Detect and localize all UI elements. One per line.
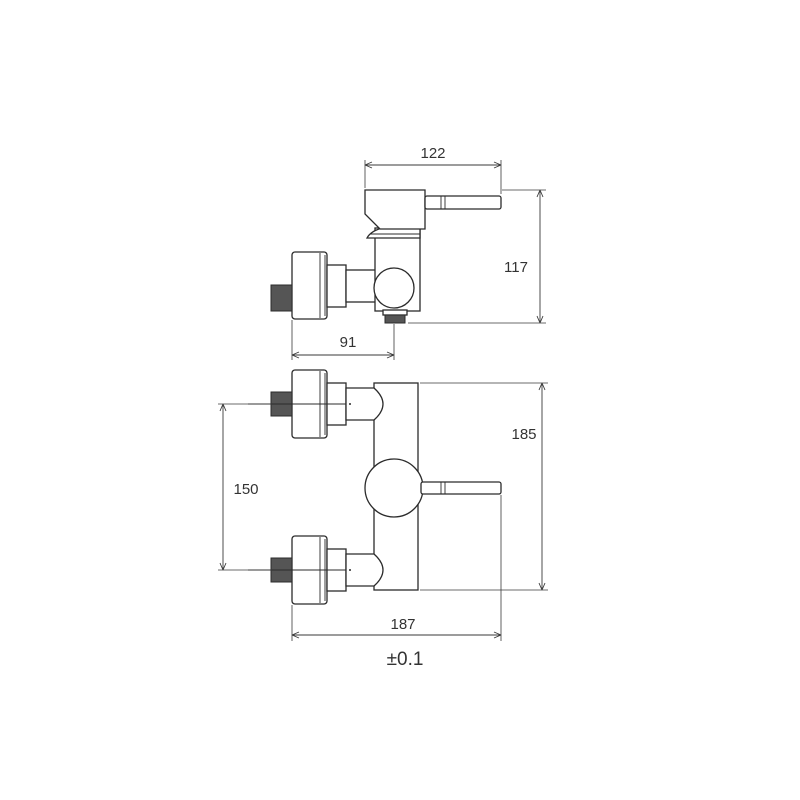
- dim-depth: 91: [340, 334, 357, 351]
- side-cartridge-circle: [373, 267, 415, 309]
- side-lever: [424, 195, 502, 210]
- side-dark-connector: [270, 284, 293, 312]
- side-wall-body: [291, 251, 328, 320]
- dim-overall-width: 187: [390, 616, 415, 633]
- front-top-inlet: [248, 369, 384, 439]
- side-view: [270, 189, 502, 324]
- dim-front-height: 185: [511, 426, 536, 443]
- side-arm: [345, 269, 379, 303]
- dim-side-height: 117: [504, 259, 528, 276]
- front-bottom-inlet: [248, 535, 384, 605]
- front-handle-circle: [364, 458, 424, 518]
- side-neck: [326, 264, 347, 308]
- dim-centers: 150: [233, 481, 258, 498]
- front-lever: [420, 481, 502, 495]
- tolerance-note: ±0.1: [387, 649, 424, 670]
- side-dimensions: 122 117 91: [291, 145, 546, 360]
- front-view: [248, 369, 502, 605]
- side-handle-block: [364, 189, 426, 230]
- front-dimensions: 185 150 187: [218, 382, 548, 641]
- side-outlet-thread: [384, 314, 406, 324]
- dim-top-width: 122: [420, 145, 445, 162]
- side-bottom-outlet: [382, 309, 408, 316]
